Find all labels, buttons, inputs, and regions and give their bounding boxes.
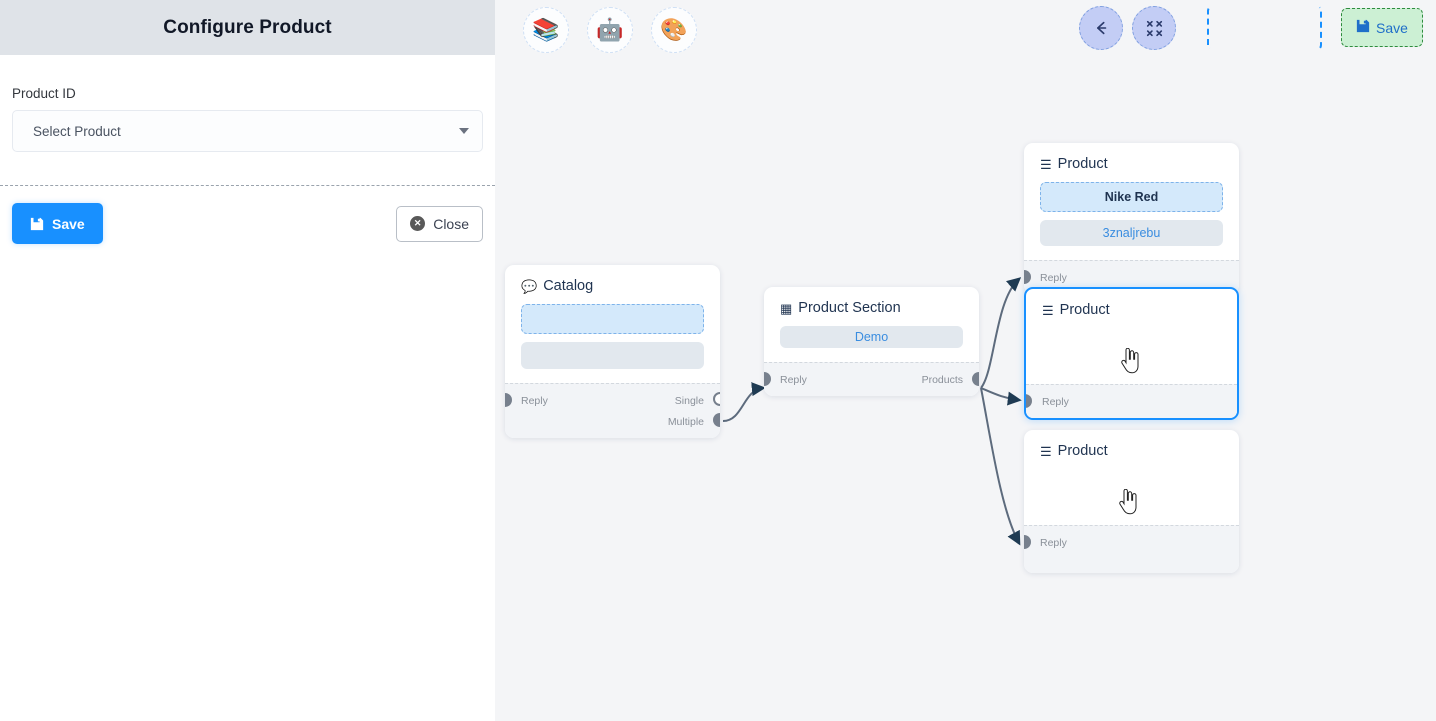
node-product-section-out-label: Products <box>921 373 963 386</box>
node-catalog[interactable]: 💬 Catalog Reply Single Multiple <box>505 265 720 438</box>
floppy-disk-icon <box>1356 19 1370 36</box>
palette-glyph: 🎨 <box>660 17 688 42</box>
node-product-1[interactable]: ☰ Product Nike Red 3znaljrebu Reply <box>1024 143 1239 294</box>
canvas-save-button[interactable]: Save <box>1341 8 1423 47</box>
list-lines-icon: ☰ <box>1040 443 1052 459</box>
node-product-2[interactable]: ☰ Product Reply <box>1024 287 1239 420</box>
save-button[interactable]: Save <box>12 203 103 244</box>
node-product-1-grey-chip[interactable]: 3znaljrebu <box>1040 220 1223 246</box>
node-catalog-title: Catalog <box>543 278 594 294</box>
port-in-product-3-reply[interactable] <box>1024 535 1031 549</box>
node-product-1-in-label: Reply <box>1040 271 1067 284</box>
node-product-2-footer: Reply <box>1026 384 1237 418</box>
edge-catalog-to-product-section <box>722 382 766 422</box>
pointer-hand-cursor <box>1121 348 1139 374</box>
page-title: Configure Product <box>163 16 332 38</box>
node-product-1-body: Nike Red 3znaljrebu <box>1024 182 1239 260</box>
back-button[interactable] <box>1079 6 1123 50</box>
node-product-3-body <box>1024 469 1239 525</box>
arrow-left-icon <box>1097 21 1107 35</box>
canvas-save-label: Save <box>1376 19 1408 36</box>
node-product-section-grey-chip[interactable]: Demo <box>780 326 963 348</box>
node-product-section-in-label: Reply <box>780 373 807 386</box>
node-product-3-header: ☰ Product <box>1024 430 1239 469</box>
node-product-3[interactable]: ☰ Product Reply <box>1024 430 1239 573</box>
node-product-3-footer: Reply <box>1024 525 1239 573</box>
panel-header: Configure Product <box>0 0 495 55</box>
port-in-catalog-reply[interactable] <box>505 393 512 407</box>
port-in-product-1-reply[interactable] <box>1024 270 1031 284</box>
robot-glyph: 🤖 <box>596 17 624 42</box>
node-product-section-footer: Reply Products <box>764 362 979 396</box>
flow-canvas[interactable]: 📚 🤖 🎨 <box>495 0 1436 721</box>
node-catalog-grey-chip[interactable] <box>521 342 704 369</box>
node-product-2-body <box>1026 328 1237 384</box>
edge-products-to-product-3 <box>980 387 1021 546</box>
node-product-3-title: Product <box>1057 443 1108 459</box>
product-select[interactable]: Select Product <box>12 110 483 152</box>
port-in-product-2-reply[interactable] <box>1026 394 1032 408</box>
grid-table-icon: ▦ <box>780 300 793 316</box>
node-product-1-title: Product <box>1057 156 1108 172</box>
close-button-label: Close <box>433 215 469 232</box>
save-button-label: Save <box>52 215 85 232</box>
node-catalog-footer: Reply Single Multiple <box>505 383 720 438</box>
node-catalog-body <box>505 304 720 383</box>
node-catalog-dashed-chip[interactable] <box>521 304 704 334</box>
node-product-2-title: Product <box>1059 302 1110 318</box>
robot-icon[interactable]: 🤖 <box>587 7 633 53</box>
script-stack-glyph: 📚 <box>532 17 560 42</box>
script-stack-icon[interactable]: 📚 <box>523 7 569 53</box>
node-product-section[interactable]: ▦ Product Section Demo Reply Products <box>764 287 979 396</box>
list-lines-icon: ☰ <box>1040 156 1052 172</box>
product-id-label: Product ID <box>12 86 76 101</box>
pointer-hand-cursor <box>1119 489 1137 515</box>
node-product-section-title: Product Section <box>798 300 901 316</box>
panel-actions: Save ✕ Close <box>0 186 495 244</box>
port-out-product-section-products[interactable] <box>972 372 979 386</box>
port-out-catalog-multiple[interactable] <box>713 413 720 427</box>
node-catalog-header: 💬 Catalog <box>505 265 720 304</box>
node-product-section-body: Demo <box>764 326 979 362</box>
product-select-value: Select Product <box>33 123 121 139</box>
node-product-section-header: ▦ Product Section <box>764 287 979 326</box>
chat-bubble-icon: 💬 <box>521 278 538 294</box>
fit-to-screen-button[interactable] <box>1132 6 1176 50</box>
node-product-3-in-label: Reply <box>1040 536 1067 549</box>
node-product-1-header: ☰ Product <box>1024 143 1239 182</box>
edge-products-to-product-1 <box>980 277 1022 389</box>
node-product-2-header: ☰ Product <box>1026 289 1237 328</box>
port-in-product-section-reply[interactable] <box>764 372 771 386</box>
empty-toolbar-slot[interactable] <box>1207 5 1322 51</box>
port-out-catalog-single[interactable] <box>713 392 720 406</box>
node-catalog-out-label-multiple: Multiple <box>667 415 704 428</box>
panel-divider <box>0 185 495 186</box>
node-product-1-dashed-chip[interactable]: Nike Red <box>1040 182 1223 212</box>
node-product-2-in-label: Reply <box>1042 395 1069 408</box>
list-lines-icon: ☰ <box>1042 302 1054 318</box>
configure-product-panel: Configure Product Product ID Select Prod… <box>0 0 495 721</box>
node-catalog-out-label-single: Single <box>674 394 704 407</box>
close-button[interactable]: ✕ Close <box>396 205 483 242</box>
edge-products-to-product-2 <box>980 387 1022 406</box>
node-catalog-in-label: Reply <box>521 394 548 407</box>
palette-icon[interactable]: 🎨 <box>651 7 697 53</box>
floppy-disk-icon <box>30 217 44 231</box>
chevron-down-icon <box>459 128 469 134</box>
x-circle-icon: ✕ <box>410 216 426 231</box>
panel-body: Product ID Select Product <box>0 55 495 152</box>
fit-to-screen-icon <box>1146 20 1162 36</box>
